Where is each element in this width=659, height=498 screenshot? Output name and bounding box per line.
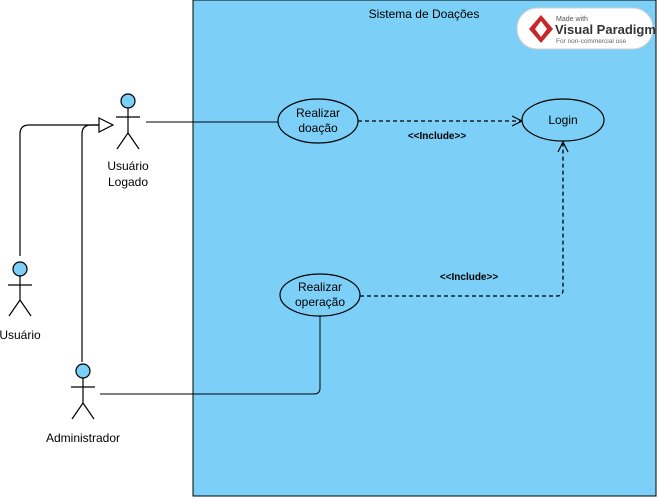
use-case-login-label: Login — [548, 113, 577, 127]
use-case-doacao-line1: Realizar — [296, 106, 340, 120]
stick-figure-icon — [71, 363, 95, 420]
actor-usuario[interactable]: Usuário — [0, 261, 41, 342]
stick-figure-icon — [116, 93, 140, 150]
visual-paradigm-logo-icon — [529, 15, 553, 43]
system-title: Sistema de Doações — [369, 7, 480, 21]
visual-paradigm-badge: Made with Visual Paradigm For non-commer… — [516, 7, 656, 50]
include-label-2: <<Include>> — [440, 272, 499, 283]
generalization-admin — [81, 124, 99, 362]
association-operacao — [100, 316, 321, 395]
use-case-operacao-line2: operação — [295, 295, 345, 309]
generalization-usuario — [19, 124, 111, 256]
actor-logado-line2: Logado — [108, 175, 148, 189]
include-label-1: <<Include>> — [408, 131, 467, 142]
use-case-login[interactable]: Login — [521, 98, 605, 142]
actor-logado-line1: Usuário — [107, 159, 149, 173]
badge-made-with: Made with — [556, 16, 588, 23]
use-case-realizar-operacao[interactable]: Realizar operação — [279, 273, 361, 317]
stick-figure-icon — [8, 261, 32, 317]
use-case-doacao-line2: doação — [298, 121, 338, 135]
actor-usuario-logado[interactable]: Usuário Logado — [107, 93, 149, 189]
system-boundary — [192, 0, 657, 497]
badge-brand: Visual Paradigm — [555, 22, 656, 37]
badge-note: For non-commercial use — [556, 38, 626, 45]
generalization-arrowhead — [98, 117, 115, 133]
use-case-realizar-doacao[interactable]: Realizar doação — [277, 98, 359, 144]
actor-usuario-label: Usuário — [0, 328, 41, 342]
actor-admin-label: Administrador — [46, 431, 120, 445]
include-operacao-login — [360, 142, 563, 297]
actor-administrador[interactable]: Administrador — [46, 363, 120, 445]
use-case-operacao-line1: Realizar — [298, 280, 342, 294]
